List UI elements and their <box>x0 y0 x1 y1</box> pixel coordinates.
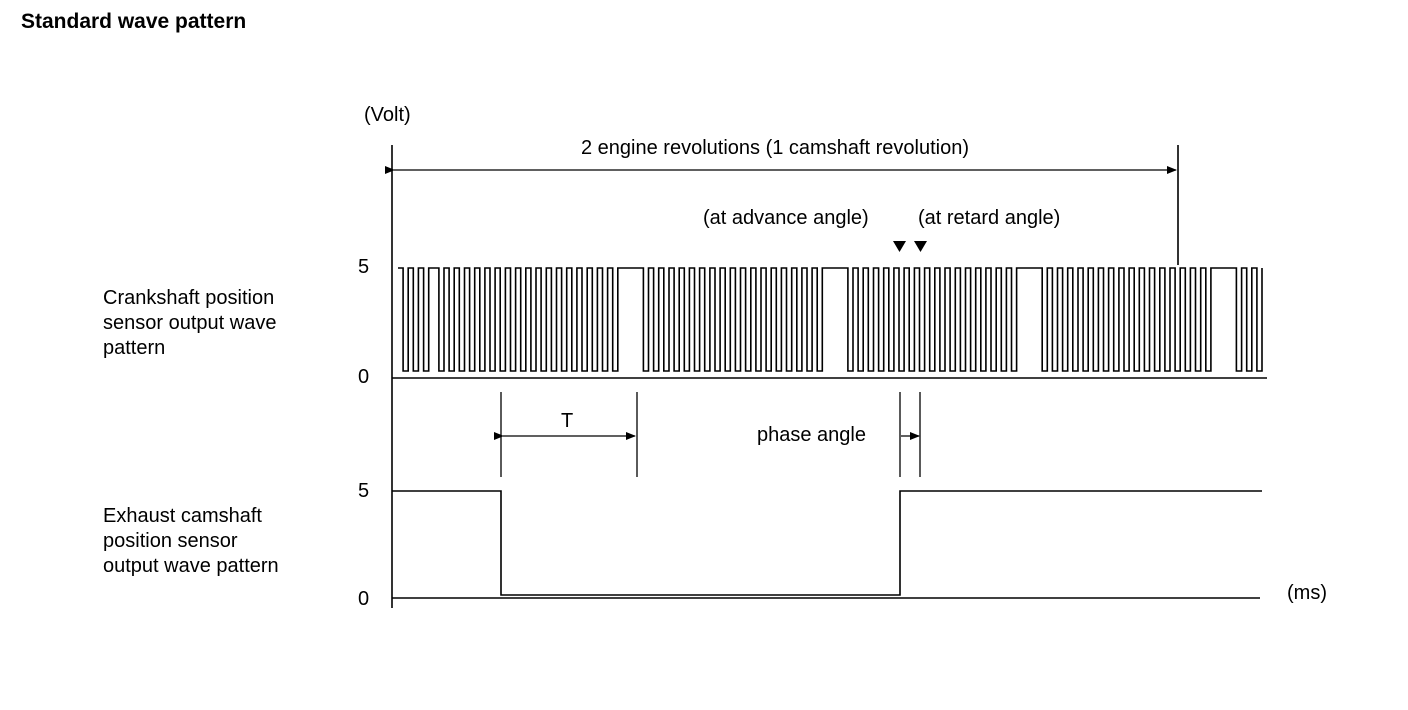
crank-tick-low: 0 <box>358 366 370 388</box>
crankshaft-signal-label: Crankshaft position sensor output wave p… <box>103 286 276 361</box>
y-axis-unit: (Volt) <box>364 104 411 126</box>
crankshaft-wave <box>398 267 1263 372</box>
advance-angle-marker <box>893 241 906 252</box>
revolution-span-label: 2 engine revolutions (1 camshaft revolut… <box>581 137 969 159</box>
phase-angle-label: phase angle <box>757 424 866 446</box>
x-axis-unit: (ms) <box>1287 582 1327 604</box>
crank-tick-high: 5 <box>358 256 370 278</box>
camshaft-signal-label: Exhaust camshaft position sensor output … <box>103 504 279 579</box>
camshaft-wave <box>392 490 1262 596</box>
interval-t-label: T <box>561 410 574 432</box>
cam-tick-high: 5 <box>358 480 370 502</box>
retard-angle-label: (at retard angle) <box>918 207 1061 229</box>
crankshaft-label-line-2: sensor output wave <box>103 312 277 334</box>
camshaft-label-line-3: output wave pattern <box>103 555 279 577</box>
advance-angle-label: (at advance angle) <box>703 207 869 229</box>
camshaft-label-line-1: Exhaust camshaft <box>103 505 262 527</box>
page-title: Standard wave pattern <box>21 10 247 33</box>
cam-tick-low: 0 <box>358 588 370 610</box>
crankshaft-label-line-3: pattern <box>103 337 166 359</box>
camshaft-label-line-2: position sensor <box>103 530 238 552</box>
crankshaft-label-line-1: Crankshaft position <box>103 287 275 309</box>
retard-angle-marker <box>914 241 927 252</box>
